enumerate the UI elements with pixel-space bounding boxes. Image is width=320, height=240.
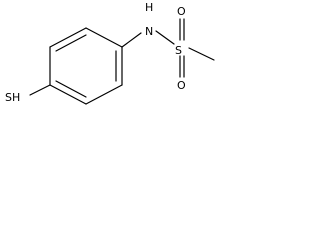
oxygen-bottom-label: O bbox=[177, 79, 186, 92]
ring-to-nitrogen-bond bbox=[121, 32, 142, 48]
ring-bond-top-left bbox=[49, 27, 87, 48]
sulfur-to-methyl-bond bbox=[188, 47, 215, 61]
amine-hydrogen-label: H bbox=[145, 1, 153, 14]
chemical-structure-diagram: SH H N S O O bbox=[5, 1, 215, 105]
thiol-label: SH bbox=[5, 91, 20, 104]
ring-bond-top-right bbox=[85, 27, 123, 48]
nitrogen-label: N bbox=[145, 25, 153, 38]
oxygen-top-label: O bbox=[177, 5, 186, 18]
ring-bond-bottom-right bbox=[85, 84, 123, 105]
sulfonyl-sulfur-label: S bbox=[175, 44, 182, 57]
nitrogen-to-sulfur-bond bbox=[155, 30, 175, 45]
benzene-ring bbox=[49, 27, 123, 105]
ring-bond-bottom-left bbox=[49, 84, 87, 105]
ring-to-thiol-bond bbox=[29, 84, 51, 96]
ring-double-bond-bottom-left bbox=[55, 80, 87, 98]
ring-double-bond-top-left bbox=[55, 34, 87, 52]
